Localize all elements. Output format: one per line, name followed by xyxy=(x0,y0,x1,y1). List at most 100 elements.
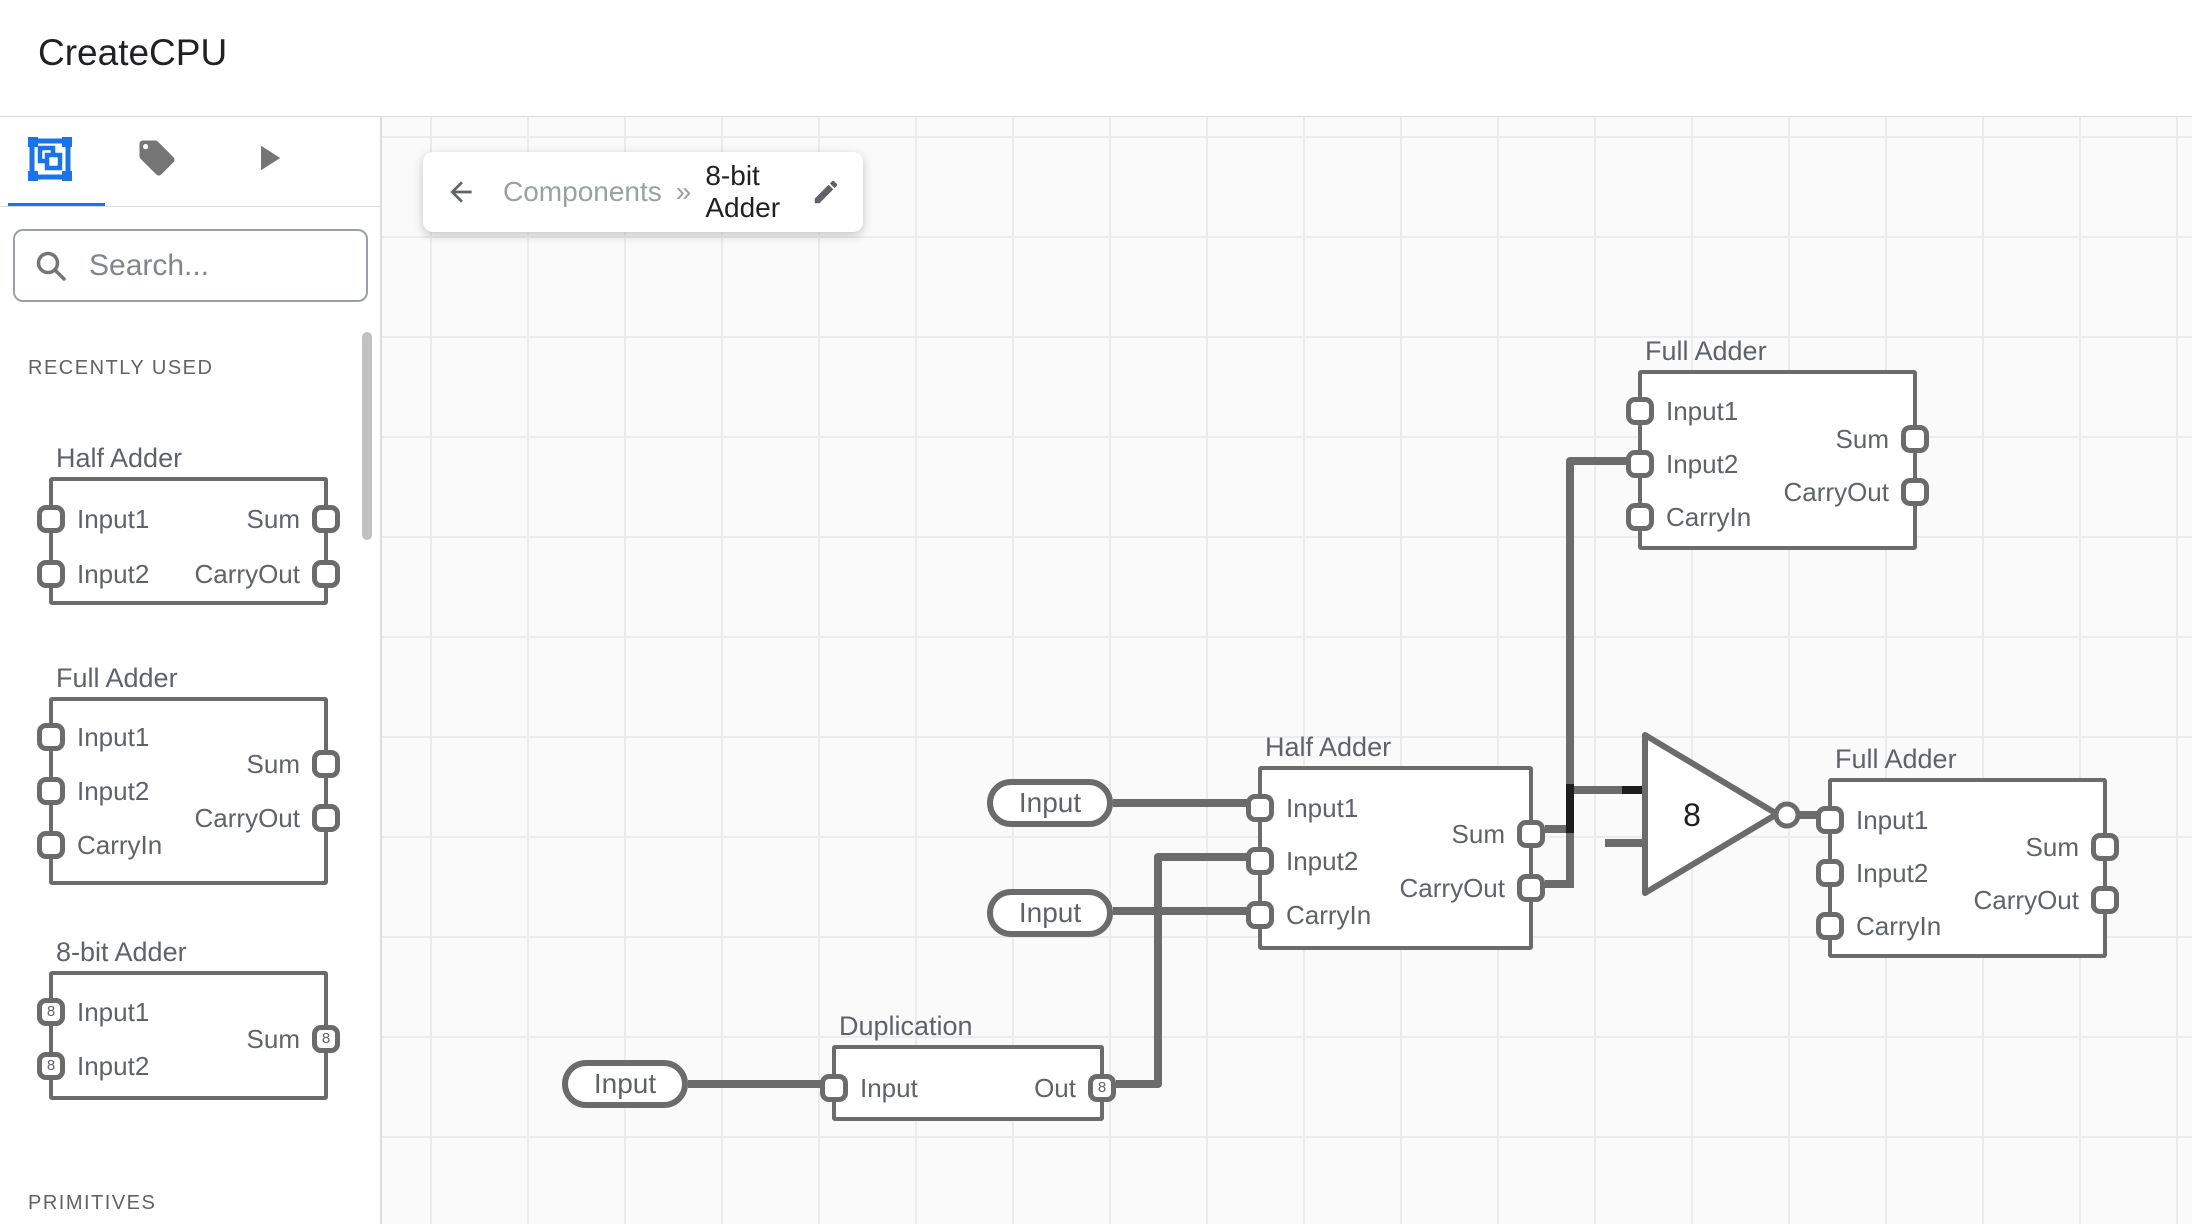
port-label: Sum xyxy=(246,1024,300,1054)
component-duplication[interactable]: Duplication 8 Input Out xyxy=(820,1013,1116,1121)
port-input1[interactable] xyxy=(1246,794,1274,822)
port-carryout[interactable] xyxy=(312,804,340,832)
splitter-bus-width: 8 xyxy=(1683,797,1701,833)
port-label: Input2 xyxy=(1286,846,1359,876)
port-label: Input1 xyxy=(77,722,150,752)
breadcrumb-separator: » xyxy=(675,176,692,207)
tab-tags[interactable] xyxy=(136,137,178,179)
port-input1[interactable]: 8 xyxy=(37,998,65,1026)
tag-icon xyxy=(139,140,175,176)
input-pin-label: Input xyxy=(1018,897,1082,928)
port-label: Input2 xyxy=(77,1051,150,1081)
tab-run[interactable] xyxy=(247,137,289,179)
port-label: CarryIn xyxy=(1856,911,1942,941)
tabs-divider xyxy=(0,206,380,207)
component-title: Duplication xyxy=(839,1011,973,1041)
port-label: Input2 xyxy=(1856,858,1929,888)
library-8bit-adder[interactable]: 8-bit Adder 8 8 8 Input1 Input2 Sum xyxy=(37,939,340,1100)
splitter-triangle-icon[interactable] xyxy=(1642,732,1780,896)
port-carryout[interactable] xyxy=(312,560,340,588)
port-sum[interactable] xyxy=(312,750,340,778)
port-label: Input1 xyxy=(77,997,150,1027)
port-input2[interactable]: 8 xyxy=(37,1052,65,1080)
input-pin-1[interactable]: Input xyxy=(987,779,1113,827)
section-recently-used: RECENTLY USED xyxy=(28,357,214,379)
port-input2[interactable] xyxy=(1816,859,1844,887)
search-input[interactable] xyxy=(87,247,346,284)
component-title: Full Adder xyxy=(1835,744,1957,774)
port-label: Input1 xyxy=(1856,805,1929,835)
tab-components[interactable] xyxy=(28,137,72,181)
port-label: Sum xyxy=(246,504,300,534)
port-sum[interactable] xyxy=(1901,425,1929,453)
section-primitives: PRIMITIVES xyxy=(28,1192,157,1214)
port-label: Input2 xyxy=(77,559,150,589)
port-sum[interactable] xyxy=(312,505,340,533)
port-label: Input1 xyxy=(77,504,150,534)
port-label: CarryIn xyxy=(1286,900,1372,930)
input-pin-3[interactable]: Input xyxy=(562,1060,688,1108)
schematic-canvas[interactable] xyxy=(382,117,2192,1224)
port-input1[interactable] xyxy=(1626,397,1654,425)
component-half-adder[interactable]: Half Adder Input1 Input2 CarryIn Sum Car… xyxy=(1246,734,1545,950)
port-out[interactable]: 8 xyxy=(1088,1074,1116,1102)
component-title: Half Adder xyxy=(56,443,183,473)
port-sum[interactable] xyxy=(1517,820,1545,848)
port-label: CarryOut xyxy=(194,559,300,589)
back-arrow-icon[interactable] xyxy=(445,176,477,208)
sidebar-scrollbar[interactable] xyxy=(362,332,372,540)
bus-splitter[interactable]: 8 xyxy=(1600,725,1840,905)
port-carryout[interactable] xyxy=(1901,478,1929,506)
component-title: Full Adder xyxy=(1645,336,1767,366)
port-input1[interactable] xyxy=(37,505,65,533)
port-sum[interactable] xyxy=(2091,833,2119,861)
port-label: Input2 xyxy=(77,776,150,806)
play-icon xyxy=(261,145,281,171)
port-label: Out xyxy=(1034,1073,1076,1103)
port-carryout[interactable] xyxy=(2091,886,2119,914)
component-full-adder-top[interactable]: Full Adder Input1 Input2 CarryIn Sum Car… xyxy=(1626,338,1929,550)
input-pin-label: Input xyxy=(593,1068,657,1099)
component-full-adder-right[interactable]: Full Adder Input1 Input2 CarryIn Sum Car… xyxy=(1816,746,2119,958)
search-box[interactable] xyxy=(13,229,368,302)
port-input1[interactable] xyxy=(1816,806,1844,834)
port-input2[interactable] xyxy=(1626,450,1654,478)
port-carryout[interactable] xyxy=(1517,874,1545,902)
select-component-icon xyxy=(28,137,72,181)
breadcrumb: Components » 8-bit Adder xyxy=(423,152,863,232)
component-title: 8-bit Adder xyxy=(56,937,187,967)
pencil-icon[interactable] xyxy=(811,177,841,207)
port-label: Input1 xyxy=(1666,396,1739,426)
port-carryin[interactable] xyxy=(37,831,65,859)
port-carryin[interactable] xyxy=(1246,901,1274,929)
port-label: CarryIn xyxy=(1666,502,1752,532)
port-carryin[interactable] xyxy=(1816,912,1844,940)
breadcrumb-current: 8-bit Adder xyxy=(705,160,781,223)
port-label: Sum xyxy=(1835,424,1889,454)
port-input[interactable] xyxy=(820,1074,848,1102)
library-full-adder[interactable]: Full Adder Input1 Input2 CarryIn Sum Car… xyxy=(37,665,340,885)
input-pin-2[interactable]: Input xyxy=(987,889,1113,937)
app-title: CreateCPU xyxy=(38,32,228,73)
port-input1[interactable] xyxy=(37,723,65,751)
port-input2[interactable] xyxy=(37,560,65,588)
input-pin-label: Input xyxy=(1018,787,1082,818)
component-title: Full Adder xyxy=(56,663,178,693)
port-carryin[interactable] xyxy=(1626,503,1654,531)
port-label: Sum xyxy=(246,749,300,779)
port-label: Sum xyxy=(1451,819,1505,849)
active-tab-indicator xyxy=(8,203,105,207)
splitter-output-node[interactable] xyxy=(1773,801,1801,829)
port-label: CarryOut xyxy=(1973,885,2079,915)
port-label: Input1 xyxy=(1286,793,1359,823)
port-label: CarryIn xyxy=(77,830,163,860)
search-icon xyxy=(36,251,66,281)
port-input2[interactable] xyxy=(1246,847,1274,875)
breadcrumb-parent[interactable]: Components xyxy=(503,176,662,207)
port-input2[interactable] xyxy=(37,777,65,805)
port-label: CarryOut xyxy=(1783,477,1889,507)
port-sum[interactable]: 8 xyxy=(312,1025,340,1053)
library-half-adder[interactable]: Half Adder Input1 Input2 Sum CarryOut xyxy=(37,445,340,605)
port-label: CarryOut xyxy=(194,803,300,833)
port-label: Input xyxy=(860,1073,918,1103)
